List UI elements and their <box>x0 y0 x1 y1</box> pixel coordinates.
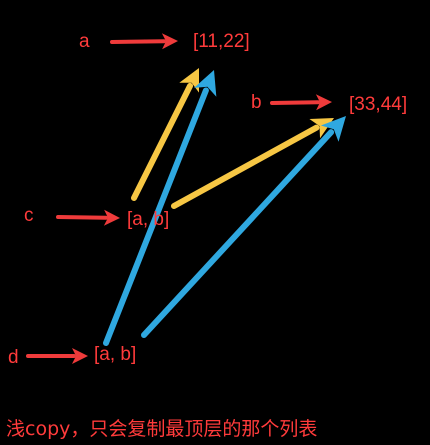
arrow-c-to-list-c <box>56 209 120 226</box>
arrow-c0-to-list-a <box>131 68 199 201</box>
arrow-d0-to-list-a <box>103 70 217 346</box>
arrow-d1-to-list-b <box>141 116 346 338</box>
variable-c-label: c <box>24 205 34 226</box>
arrow-c1-to-list-b <box>171 118 334 209</box>
list-c-value: [a, b] <box>127 209 170 230</box>
arrow-d-to-list-d <box>26 348 88 364</box>
list-a-value: [11,22] <box>193 31 250 52</box>
list-b-value: [33,44] <box>349 94 408 115</box>
variable-d-label: d <box>8 347 19 368</box>
arrow-a-to-list-a <box>110 33 178 50</box>
variable-b-label: b <box>251 92 262 113</box>
variable-a-label: a <box>79 31 90 52</box>
list-d-value: [a, b] <box>94 344 137 365</box>
arrow-b-to-list-b <box>270 94 332 111</box>
caption-text: 浅copy，只会复制最顶层的那个列表 <box>6 418 318 440</box>
